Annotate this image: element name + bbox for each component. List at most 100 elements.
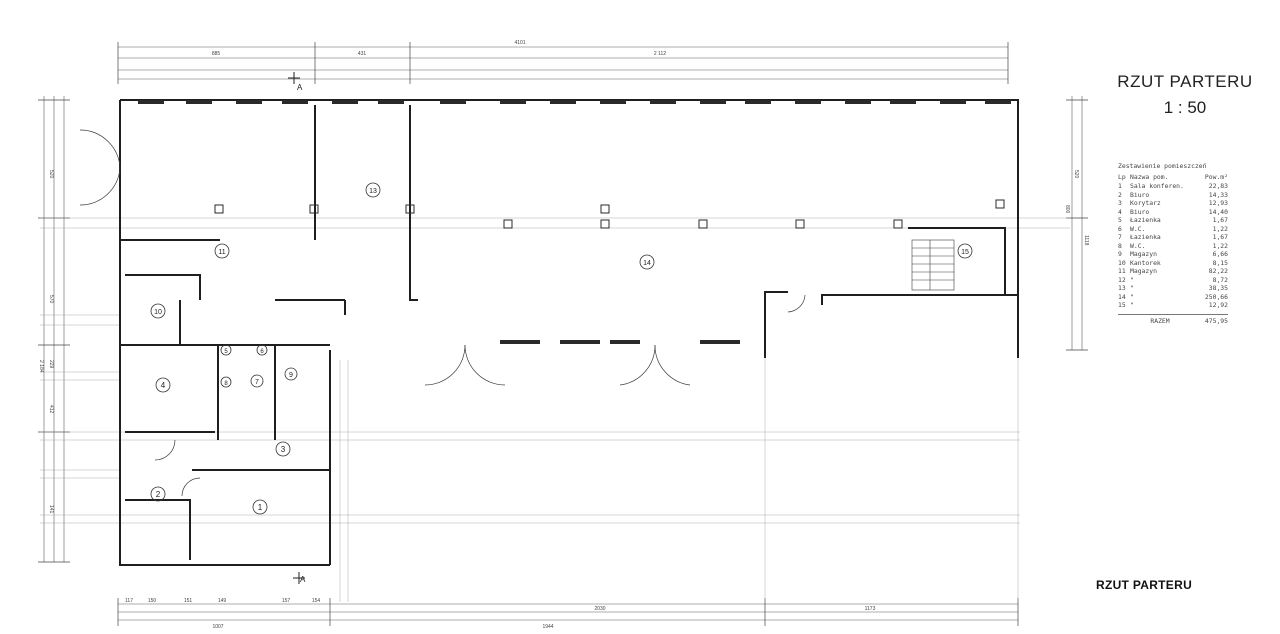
section-marker-top: A xyxy=(297,83,303,92)
row-lp: 14 xyxy=(1118,292,1126,301)
dim-bottom-small-2: 150 xyxy=(148,598,157,604)
dim-top-seg-1: 885 xyxy=(212,51,221,57)
dim-bottom-seg-2: 2030 xyxy=(594,606,605,612)
row-name: " xyxy=(1130,284,1134,292)
dim-left-1: 2 184 xyxy=(38,360,44,373)
row-area: 1,67 xyxy=(1212,233,1228,241)
room-schedule-row: 3 Korytarz 12,93 xyxy=(1118,199,1228,208)
row-area: 1,22 xyxy=(1212,241,1228,250)
row-area: 82,22 xyxy=(1208,267,1228,275)
dim-right-1: 520 xyxy=(1073,170,1079,179)
total-area: 475,95 xyxy=(1204,316,1228,325)
room-schedule-row: 7 Łazienka 1,67 xyxy=(1118,233,1228,242)
room-number-3: 3 xyxy=(281,445,286,454)
room-schedule-row: 15"12,92 xyxy=(1118,301,1228,310)
dim-right-3: 800 xyxy=(1064,205,1070,214)
dim-left-2: 520 xyxy=(48,170,54,179)
row-name: " xyxy=(1130,292,1134,301)
dim-right-2: 1118 xyxy=(1083,235,1089,246)
dim-bottom-overall: 1944 xyxy=(542,624,553,630)
row-name: Magazyn xyxy=(1130,250,1157,258)
row-name: W.C. xyxy=(1130,224,1146,233)
dim-bottom-small-6: 154 xyxy=(312,598,321,604)
row-lp: 7 xyxy=(1118,233,1122,241)
row-name: Biuro xyxy=(1130,207,1150,216)
row-name: Magazyn xyxy=(1130,267,1157,275)
room-number-9: 9 xyxy=(289,372,293,379)
row-lp: 15 xyxy=(1118,301,1126,309)
room-schedule-row: 11 Magazyn 82,22 xyxy=(1118,267,1228,276)
dim-top-seg-2: 431 xyxy=(358,51,367,57)
room-number-1: 1 xyxy=(258,503,263,512)
row-lp: 9 xyxy=(1118,250,1122,258)
room-number-5: 5 xyxy=(224,349,228,355)
row-area: 22,83 xyxy=(1208,182,1228,190)
row-area: 1,67 xyxy=(1212,216,1228,224)
dim-bottom-small-3: 151 xyxy=(184,598,193,604)
drawing-title: RZUT PARTERU xyxy=(1117,72,1253,91)
row-area: 14,33 xyxy=(1208,190,1228,199)
row-name: Łazienka xyxy=(1130,216,1161,224)
header-lp: Lp xyxy=(1118,172,1126,181)
room-schedule-row: 2 Biuro 14,33 xyxy=(1118,191,1228,200)
dim-top-overall: 4101 xyxy=(514,40,525,46)
row-lp: 12 xyxy=(1118,275,1126,284)
row-name: W.C. xyxy=(1130,241,1146,250)
row-area: 8,15 xyxy=(1212,258,1228,267)
row-lp: 3 xyxy=(1118,199,1122,207)
title-block: RZUT PARTERU 1 : 50 xyxy=(1100,72,1270,118)
room-number-13: 13 xyxy=(369,188,377,195)
row-area: 38,35 xyxy=(1208,284,1228,292)
dim-top-seg-3: 2 112 xyxy=(654,51,666,57)
total-label: RAZEM xyxy=(1150,316,1170,325)
room-number-2: 2 xyxy=(156,490,161,499)
row-area: 8,72 xyxy=(1212,275,1228,284)
room-number-14: 14 xyxy=(643,260,651,267)
room-schedule-header: Lp Nazwa pom. Pow.m² xyxy=(1118,173,1228,182)
row-lp: 1 xyxy=(1118,182,1122,190)
room-schedule-row: 14 " 250,66 xyxy=(1118,293,1228,302)
row-lp: 8 xyxy=(1118,241,1122,250)
row-lp: 13 xyxy=(1118,284,1126,292)
row-area: 6,66 xyxy=(1212,250,1228,258)
section-marker-bottom: A xyxy=(300,575,306,584)
row-lp: 2 xyxy=(1118,190,1122,199)
dim-left-6: 141 xyxy=(48,505,54,514)
row-lp: 4 xyxy=(1118,207,1122,216)
dim-left-5: 412 xyxy=(48,405,54,414)
drawing-scale: 1 : 50 xyxy=(1163,98,1207,117)
dim-bottom-seg-3: 1173 xyxy=(865,606,876,612)
header-name: Nazwa pom. xyxy=(1130,172,1169,181)
room-number-6: 6 xyxy=(260,349,264,355)
row-lp: 10 xyxy=(1118,258,1126,267)
row-area: 250,66 xyxy=(1204,292,1228,301)
header-area: Pow.m² xyxy=(1204,172,1228,181)
room-schedule-row: 1 Sala konferen. 22,83 xyxy=(1118,182,1228,191)
room-schedule-caption: Zestawienie pomieszczeń xyxy=(1118,162,1207,170)
row-name: Łazienka xyxy=(1130,233,1161,241)
row-area: 1,22 xyxy=(1212,224,1228,233)
row-area: 12,93 xyxy=(1208,199,1228,207)
room-schedule-row: 12 " 8,72 xyxy=(1118,276,1228,285)
row-name: Kantorek xyxy=(1130,258,1161,267)
room-number-7: 7 xyxy=(255,379,259,386)
dim-bottom-seg-1: 1007 xyxy=(212,624,223,630)
room-number-10: 10 xyxy=(154,309,162,316)
row-name: Korytarz xyxy=(1130,199,1161,207)
row-name: Sala konferen. xyxy=(1130,182,1184,190)
room-schedule: Zestawienie pomieszczeń Lp Nazwa pom. Po… xyxy=(1118,162,1228,325)
row-lp: 11 xyxy=(1118,267,1126,275)
row-name: " xyxy=(1130,275,1134,284)
room-number-11: 11 xyxy=(218,249,225,256)
room-schedule-row: 13 " 38,35 xyxy=(1118,284,1228,293)
dim-left-4: 229 xyxy=(48,360,54,369)
dim-bottom-small-5: 157 xyxy=(282,598,291,604)
row-name: Biuro xyxy=(1130,190,1150,199)
room-number-15: 15 xyxy=(961,249,969,256)
room-number-8: 8 xyxy=(224,381,228,387)
dim-bottom-small-1: 117 xyxy=(125,598,133,604)
